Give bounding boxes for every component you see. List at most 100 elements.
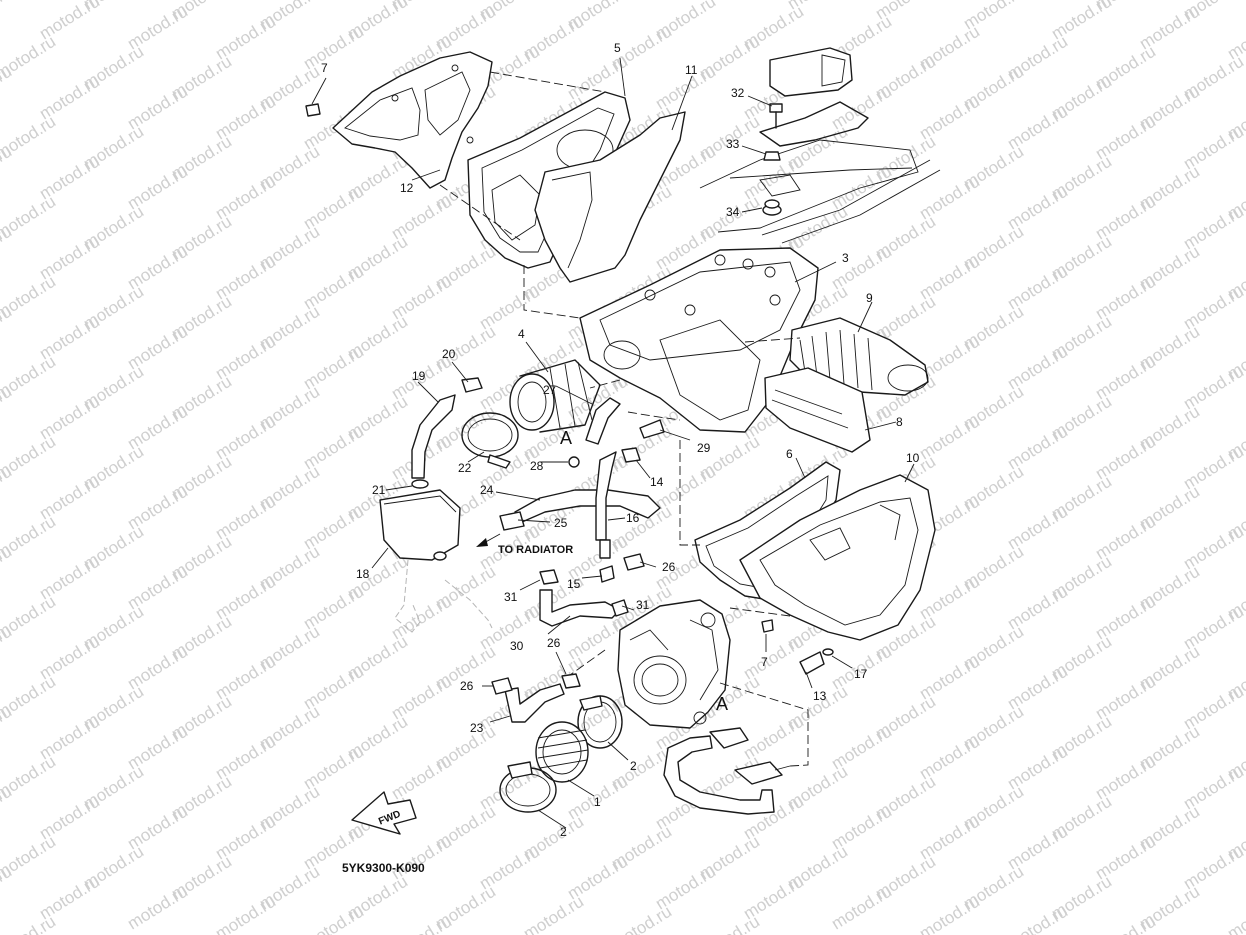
callout-number-4: 4 <box>518 327 525 341</box>
part-14-clamp <box>621 447 641 463</box>
part-7-screw-lower <box>761 619 774 633</box>
assembly-lines <box>439 71 809 767</box>
callout-number-32: 32 <box>731 86 745 100</box>
callout-number-12: 12 <box>400 181 414 195</box>
callout-number-6: 6 <box>786 447 793 461</box>
watermark-text: motod.ru <box>388 912 455 935</box>
callout-number-23: 23 <box>470 721 484 735</box>
watermark-text: motod.ru <box>0 0 15 33</box>
part-22-clamp <box>461 412 519 469</box>
watermark-text: motod.ru <box>520 892 587 935</box>
callout-number-15: 15 <box>567 577 581 591</box>
part-8-filter <box>764 367 871 453</box>
part-20-clamp <box>461 377 483 393</box>
callout-number-16: 16 <box>626 511 640 525</box>
watermark-text: motod.ru <box>1092 912 1159 935</box>
callout-number-7: 7 <box>761 655 768 669</box>
callout-number-22: 22 <box>458 461 472 475</box>
watermark-text: motod.ru <box>828 882 895 934</box>
diagram-code: 5YK9300-K090 <box>342 861 425 875</box>
part-2-clamp-upper <box>577 695 623 749</box>
callout-number-2: 2 <box>630 759 637 773</box>
callout-number-14: 14 <box>650 475 664 489</box>
part-26-clamp-b <box>491 677 513 695</box>
callout-number-21: 21 <box>372 483 386 497</box>
callout-number-13: 13 <box>813 689 827 703</box>
callout-number-26: 26 <box>662 560 676 574</box>
callout-number-26: 26 <box>547 636 561 650</box>
callout-number-25: 25 <box>554 516 568 530</box>
watermark-text: motod.ru <box>212 892 279 935</box>
connection-mark-a-lower: A <box>716 694 728 714</box>
callout-number-34: 34 <box>726 205 740 219</box>
part-28-clip <box>568 456 580 468</box>
part-1-intake-joint <box>535 721 589 783</box>
part-32-bolt <box>769 103 783 129</box>
part-4-joint <box>509 359 601 433</box>
part-18-tank <box>379 489 461 561</box>
callout-number-30: 30 <box>510 639 524 653</box>
callout-number-1: 1 <box>594 795 601 809</box>
callout-number-7: 7 <box>321 61 328 75</box>
part-29-fitting <box>639 419 665 439</box>
callout-number-33: 33 <box>726 137 740 151</box>
part-3-air-box-case <box>579 247 819 433</box>
part-19-hose <box>411 394 456 479</box>
part-31-clamp-b <box>611 599 629 617</box>
watermark-text: motod.ru <box>1224 892 1246 935</box>
callout-layer: 1223456778910111213141516171819202122232… <box>321 41 920 839</box>
part-34-grommet <box>762 199 782 216</box>
connection-mark-a-upper: A <box>560 428 572 448</box>
callout-number-10: 10 <box>906 451 920 465</box>
part-15-plug <box>599 565 615 583</box>
callout-number-24: 24 <box>480 483 494 497</box>
ecu-bracket-assembly <box>699 47 941 244</box>
part-26-clamp-c <box>561 673 581 689</box>
callout-number-29: 29 <box>697 441 711 455</box>
callout-number-8: 8 <box>896 415 903 429</box>
watermark-text: motod.ru <box>1004 902 1071 935</box>
part-21-cap <box>411 479 429 489</box>
watermark-text: motod.ru <box>124 882 191 934</box>
part-25-clamp <box>499 511 525 531</box>
callout-number-31: 31 <box>504 590 518 604</box>
throttle-body <box>617 599 731 729</box>
part-26-clamp-a <box>623 553 645 571</box>
part-10-side-cover <box>739 474 936 641</box>
to-radiator-note: TO RADIATOR <box>498 544 573 556</box>
part-16-hose <box>595 451 617 559</box>
callout-number-9: 9 <box>866 291 873 305</box>
part-7-screw-upper <box>305 103 321 117</box>
callout-number-18: 18 <box>356 567 370 581</box>
callout-number-26: 26 <box>460 679 474 693</box>
fwd-arrow-icon: FWD <box>351 791 417 835</box>
callout-number-31: 31 <box>636 598 650 612</box>
callout-number-27: 27 <box>543 383 557 397</box>
callout-number-28: 28 <box>530 459 544 473</box>
part-13-hose <box>799 651 825 675</box>
ghost-parts <box>394 559 493 633</box>
callout-number-19: 19 <box>412 369 426 383</box>
callout-number-11: 11 <box>685 63 698 77</box>
callout-number-17: 17 <box>854 667 868 681</box>
part-27-hose <box>585 397 621 445</box>
watermark-text: motod.ru <box>916 892 983 935</box>
watermark-text: motod.ru <box>0 912 59 935</box>
radiator-arrow <box>476 533 501 547</box>
vacuum-hose-assembly <box>663 727 791 815</box>
part-23-hose <box>504 683 565 723</box>
part-17-clip <box>822 648 834 656</box>
watermark-text: motod.ru <box>608 902 675 935</box>
part-2-clamp-lower <box>499 761 557 813</box>
watermark-text: motod.ru <box>696 912 763 935</box>
part-24-hose <box>514 489 661 523</box>
watermark-text: motod.ru <box>300 902 367 935</box>
part-11-air-filter <box>534 111 686 283</box>
callout-number-3: 3 <box>842 251 849 265</box>
leader-lines <box>311 57 915 829</box>
part-33-nut <box>763 151 781 161</box>
callout-number-20: 20 <box>442 347 456 361</box>
callout-number-5: 5 <box>614 41 621 55</box>
